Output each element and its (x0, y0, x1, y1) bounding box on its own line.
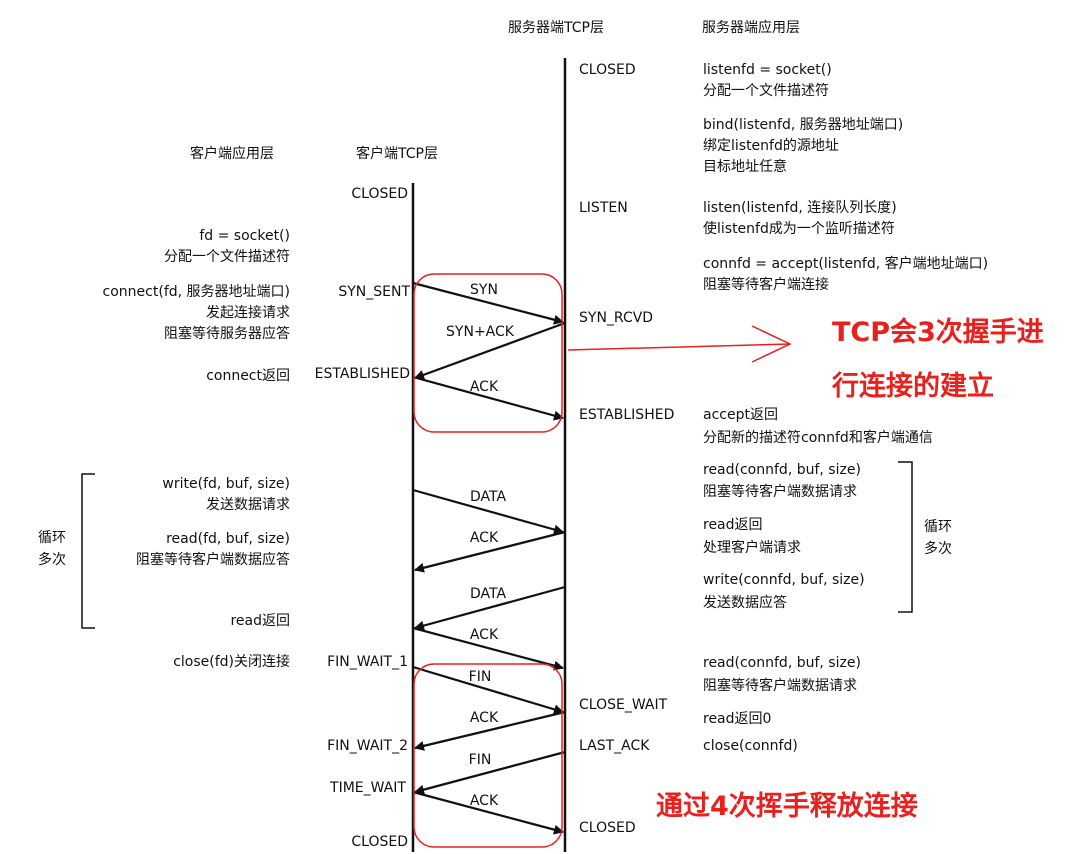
client-app-line: 阻塞等待服务器应答 (164, 326, 290, 342)
msg-data-1: DATA (469, 489, 507, 505)
server-app-line: read(connfd, buf, size) (703, 655, 861, 671)
server-state-listen: LISTEN (579, 200, 628, 216)
msg-ack-1: ACK (469, 379, 499, 395)
server-app-line: listenfd = socket() (703, 62, 832, 78)
client-state-syn-sent: SYN_SENT (338, 284, 410, 300)
client-state-fin-wait-2: FIN_WAIT_2 (327, 738, 408, 754)
server-state-syn-rcvd: SYN_RCVD (579, 310, 654, 326)
server-app-line: read返回 (703, 517, 763, 533)
arrow-fin-1 (412, 665, 564, 715)
server-app-line: read返回0 (703, 711, 772, 727)
right-loop-label-2: 多次 (924, 541, 952, 557)
arrow-data-2 (414, 585, 566, 631)
client-app-line: close(fd)关闭连接 (173, 654, 290, 670)
client-app-header: 客户端应用层 (190, 146, 274, 162)
server-app-line: write(connfd, buf, size) (703, 572, 865, 588)
server-app-line: 目标地址任意 (703, 159, 787, 175)
handshake-callout-line-2: 行连接的建立 (832, 371, 994, 402)
server-app-line: listen(listenfd, 连接队列长度) (703, 200, 897, 216)
client-app-line: connect返回 (206, 368, 290, 384)
server-app-line: 处理客户端请求 (703, 540, 801, 556)
server-state-closed-final: CLOSED (579, 820, 636, 836)
left-loop-bracket (81, 473, 95, 629)
arrow-ack-2 (414, 530, 566, 573)
server-app-header: 服务器端应用层 (702, 20, 800, 36)
server-state-close-wait: CLOSE_WAIT (579, 697, 668, 713)
client-app-line: 分配一个文件描述符 (164, 249, 290, 265)
server-app-line: 分配一个文件描述符 (703, 83, 829, 99)
wave-highlight-box (413, 663, 563, 848)
server-app-line: accept返回 (703, 407, 778, 423)
server-app-line: 阻塞等待客户端数据请求 (703, 484, 857, 500)
right-loop-label-1: 循环 (924, 519, 952, 535)
server-tcp-header: 服务器端TCP层 (508, 20, 604, 36)
server-app-line: connfd = accept(listenfd, 客户端地址端口) (703, 256, 989, 272)
wave-callout: 通过4次挥手释放连接 (656, 791, 918, 822)
server-app-line: read(connfd, buf, size) (703, 462, 861, 478)
client-state-closed-final: CLOSED (351, 834, 408, 850)
client-tcp-header: 客户端TCP层 (356, 146, 438, 162)
msg-syn: SYN (470, 282, 498, 298)
left-loop-label-1: 循环 (38, 530, 66, 546)
right-loop-bracket (898, 461, 913, 613)
msg-data-2: DATA (469, 586, 507, 602)
arrow-syn (412, 281, 564, 325)
server-app-line: 阻塞等待客户端连接 (703, 277, 829, 293)
arrow-syn-ack (414, 321, 566, 380)
server-app-line: 绑定listenfd的源地址 (703, 138, 839, 154)
msg-ack-4: ACK (469, 710, 499, 726)
client-app-line: write(fd, buf, size) (162, 476, 290, 492)
arrow-ack-3 (412, 626, 564, 671)
client-app-line: read返回 (230, 613, 290, 629)
client-app-line: 阻塞等待客户端数据应答 (136, 552, 290, 568)
handshake-callout-line-1: TCP会3次握手进 (832, 317, 1044, 348)
server-app-line: bind(listenfd, 服务器地址端口) (703, 117, 904, 133)
server-app-line: 发送数据应答 (703, 595, 787, 611)
msg-ack-2: ACK (469, 530, 499, 546)
left-loop-label-2: 多次 (38, 552, 66, 568)
msg-fin-2: FIN (468, 752, 492, 768)
msg-ack-3: ACK (469, 627, 499, 643)
client-state-time-wait: TIME_WAIT (330, 780, 406, 796)
arrow-ack-5 (412, 790, 564, 835)
handshake-highlight-box (413, 273, 563, 433)
server-app-line: 使listenfd成为一个监听描述符 (703, 221, 895, 237)
arrow-ack-4 (414, 710, 566, 751)
msg-ack-5: ACK (469, 793, 499, 809)
server-app-line: close(connfd) (703, 738, 798, 754)
server-state-established: ESTABLISHED (579, 407, 675, 423)
client-app-line: connect(fd, 服务器地址端口) (102, 284, 290, 300)
server-app-line: 分配新的描述符connfd和客户端通信 (703, 430, 933, 446)
server-app-line: 阻塞等待客户端数据请求 (703, 678, 857, 694)
arrow-data-1 (412, 488, 564, 535)
arrow-fin-2 (414, 750, 566, 795)
message-arrows (412, 281, 566, 835)
client-app-line: read(fd, buf, size) (166, 531, 290, 547)
msg-syn-ack: SYN+ACK (446, 324, 514, 340)
arrow-ack-1 (412, 375, 564, 421)
msg-fin-1: FIN (468, 669, 492, 685)
server-state-closed: CLOSED (579, 62, 636, 78)
client-app-line: 发送数据请求 (206, 497, 290, 513)
client-app-line: fd = socket() (199, 228, 290, 244)
server-state-last-ack: LAST_ACK (579, 738, 650, 754)
client-state-established: ESTABLISHED (314, 366, 410, 382)
client-state-fin-wait-1: FIN_WAIT_1 (327, 654, 408, 670)
client-state-closed: CLOSED (351, 186, 408, 202)
client-app-line: 发起连接请求 (206, 305, 290, 321)
handshake-callout-arrow (567, 325, 792, 363)
